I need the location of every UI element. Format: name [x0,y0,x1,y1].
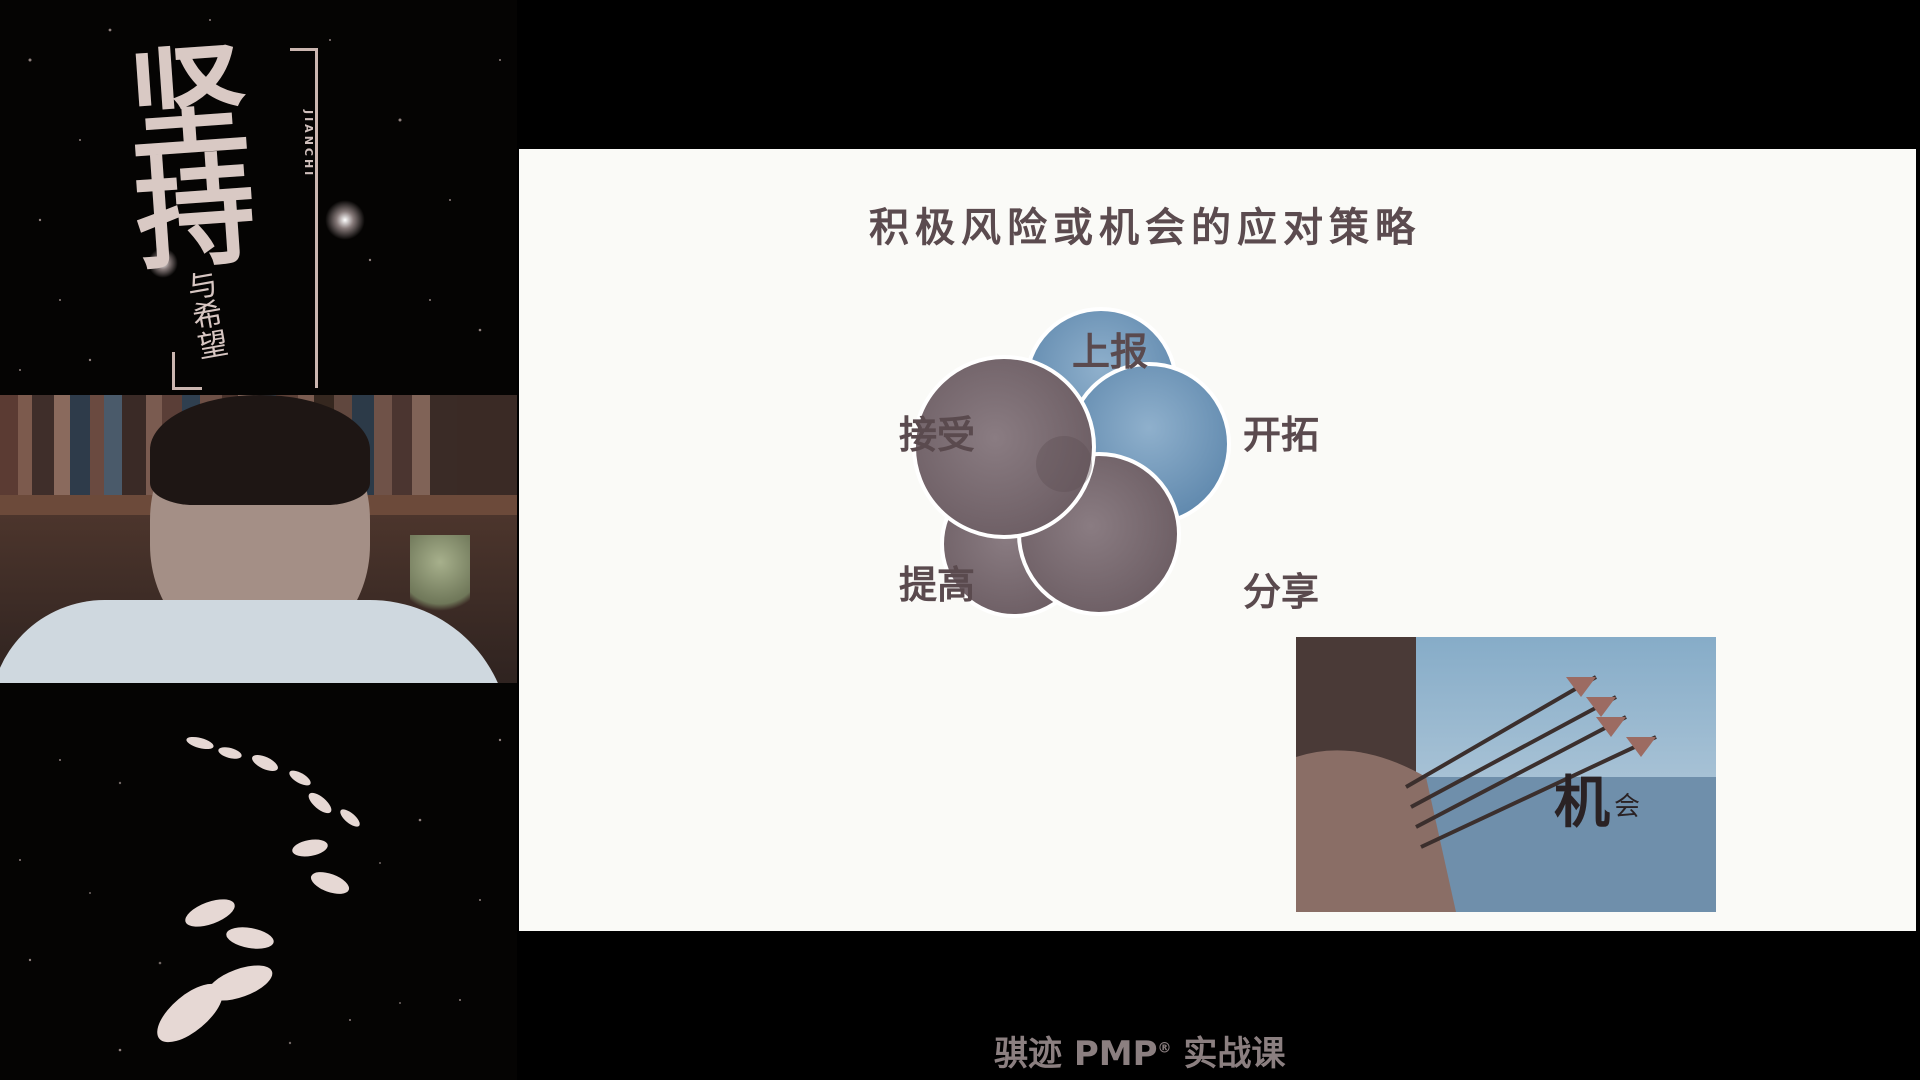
poster-bracket [290,48,318,388]
poster-title: 坚持 [102,35,259,265]
registered-mark: ® [1157,1040,1172,1057]
strategy-enhance-label: 提高 [899,562,976,607]
poster-pinyin: JIANCHI [302,110,315,179]
star-glow [148,248,178,278]
presenter-hair [150,395,370,505]
star-glow [325,200,365,240]
starfield-background [19,19,502,1052]
poster-bracket [172,352,202,390]
strategy-accept-label: 接受 [899,412,976,457]
course-caption: 骐迹 PMP® 实战课 [994,1026,1285,1075]
poster-panel: 坚持 JIANCHI 与希望 [0,0,517,1080]
strategy-share-label: 分享 [1243,569,1320,614]
footprints-graphic [89,736,401,1045]
photo-caption-small: 会 [1614,792,1640,822]
presentation-slide: 积极风险或机会的应对策略 上报 接受 开拓 提高 分享 [519,149,1916,931]
presenter-shirt [0,600,510,683]
strategy-circles-diagram [912,307,1231,618]
caption-brand: 骐迹 PMP [994,1034,1158,1074]
photo-caption-main: 机 [1554,770,1610,836]
webcam-feed [0,395,517,683]
strategy-exploit-label: 开拓 [1243,412,1320,457]
slide-title: 积极风险或机会的应对策略 [869,204,1421,251]
circle-left-upper [912,355,1096,539]
caption-course: 实战课 [1183,1034,1286,1074]
opportunity-photo: 机 会 [1296,637,1716,912]
strategy-escalate-label: 上报 [1072,329,1149,374]
